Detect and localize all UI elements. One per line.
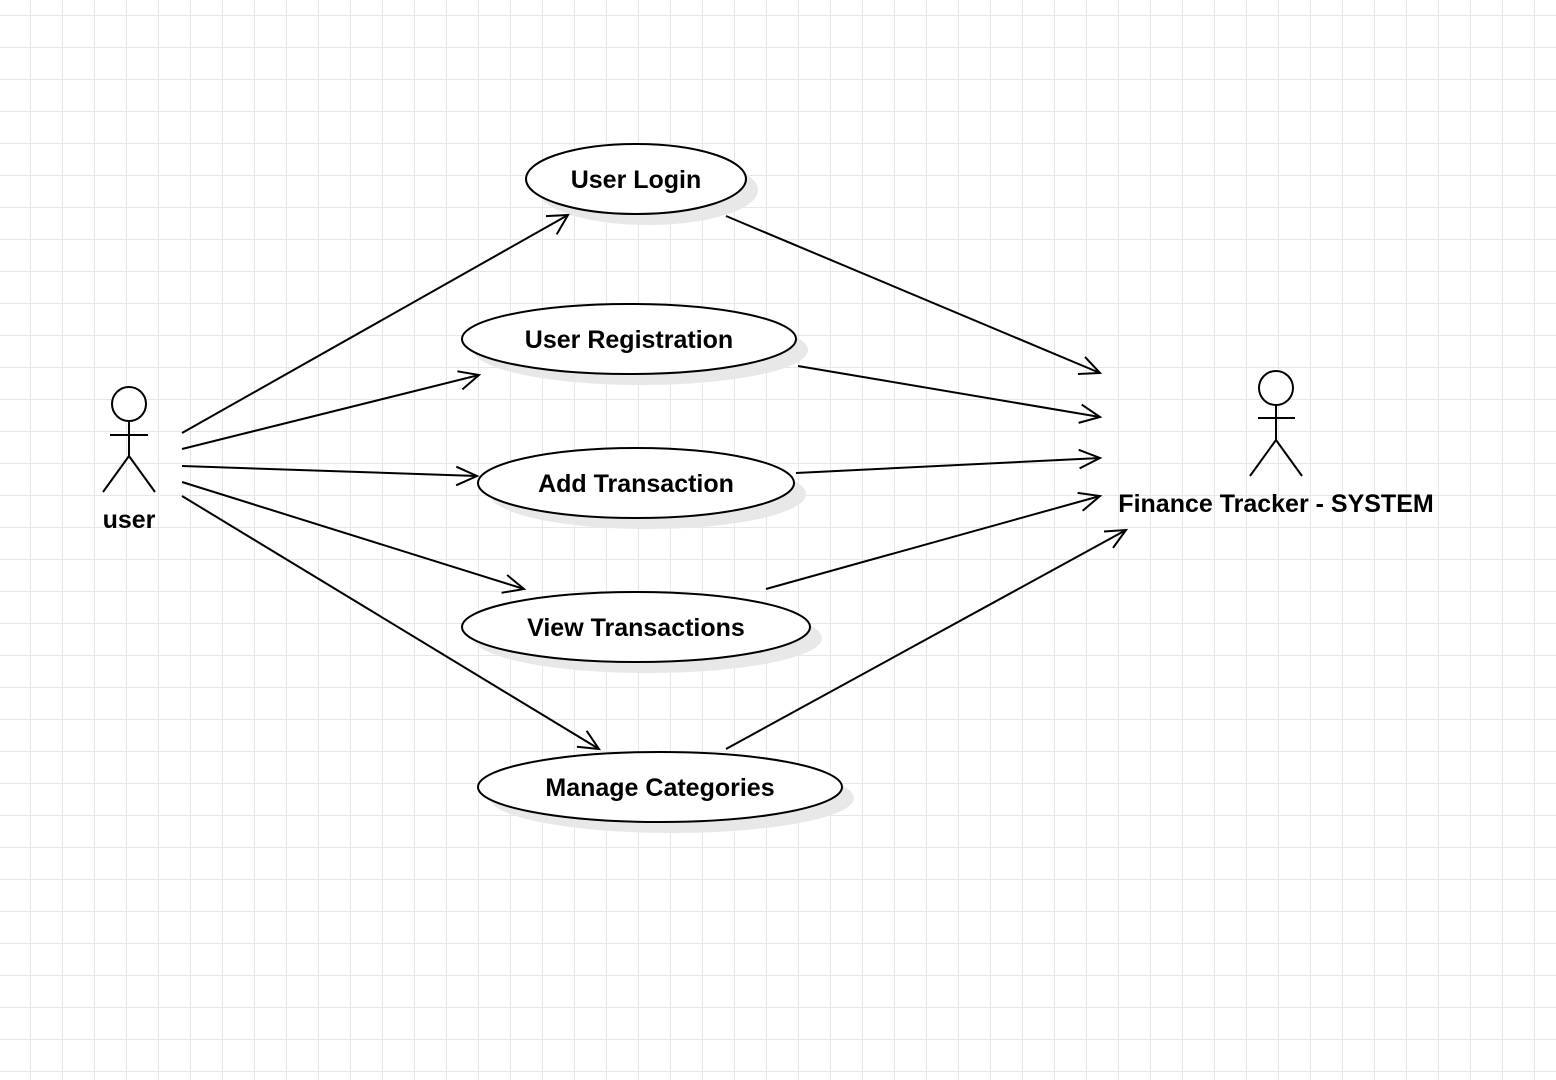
use-case-ellipse [477,751,843,823]
use-case-ellipse [461,591,811,663]
stick-figure-icon [1249,370,1303,477]
use-case-view-transactions[interactable]: View Transactions [461,591,822,673]
use-case-ellipse [461,303,797,375]
use-case-label: User Registration [525,326,733,354]
use-case-ellipse [525,143,747,215]
use-case-add-transaction[interactable]: Add Transaction [477,447,806,529]
use-case-user-login[interactable]: User Login [525,143,758,225]
use-case-label: Manage Categories [545,774,774,802]
use-case-label: View Transactions [527,614,745,642]
association-login-system [725,215,1103,375]
actor-label: Finance Tracker - SYSTEM [1118,490,1433,518]
actor-system[interactable]: Finance Tracker - SYSTEM [1118,370,1434,518]
use-case-label: Add Transaction [538,470,734,498]
association-user-manage-categories [181,495,602,751]
association-manage-categories-system [725,528,1129,750]
use-case-ellipse [477,447,795,519]
use-case-label: User Login [571,166,702,194]
stick-figure-icon [102,386,156,493]
use-case-manage-categories[interactable]: Manage Categories [477,751,854,833]
association-user-add-transaction [181,465,480,487]
use-case-user-registration[interactable]: User Registration [461,303,808,385]
actor-label: user [103,506,156,534]
association-view-transactions-system [765,491,1103,590]
association-registration-system [797,365,1103,424]
association-user-registration [181,370,482,450]
association-user-view-transactions [181,481,527,594]
association-user-login [181,213,570,434]
association-add-transaction-system [795,448,1103,474]
actor-user[interactable]: user [102,386,156,534]
